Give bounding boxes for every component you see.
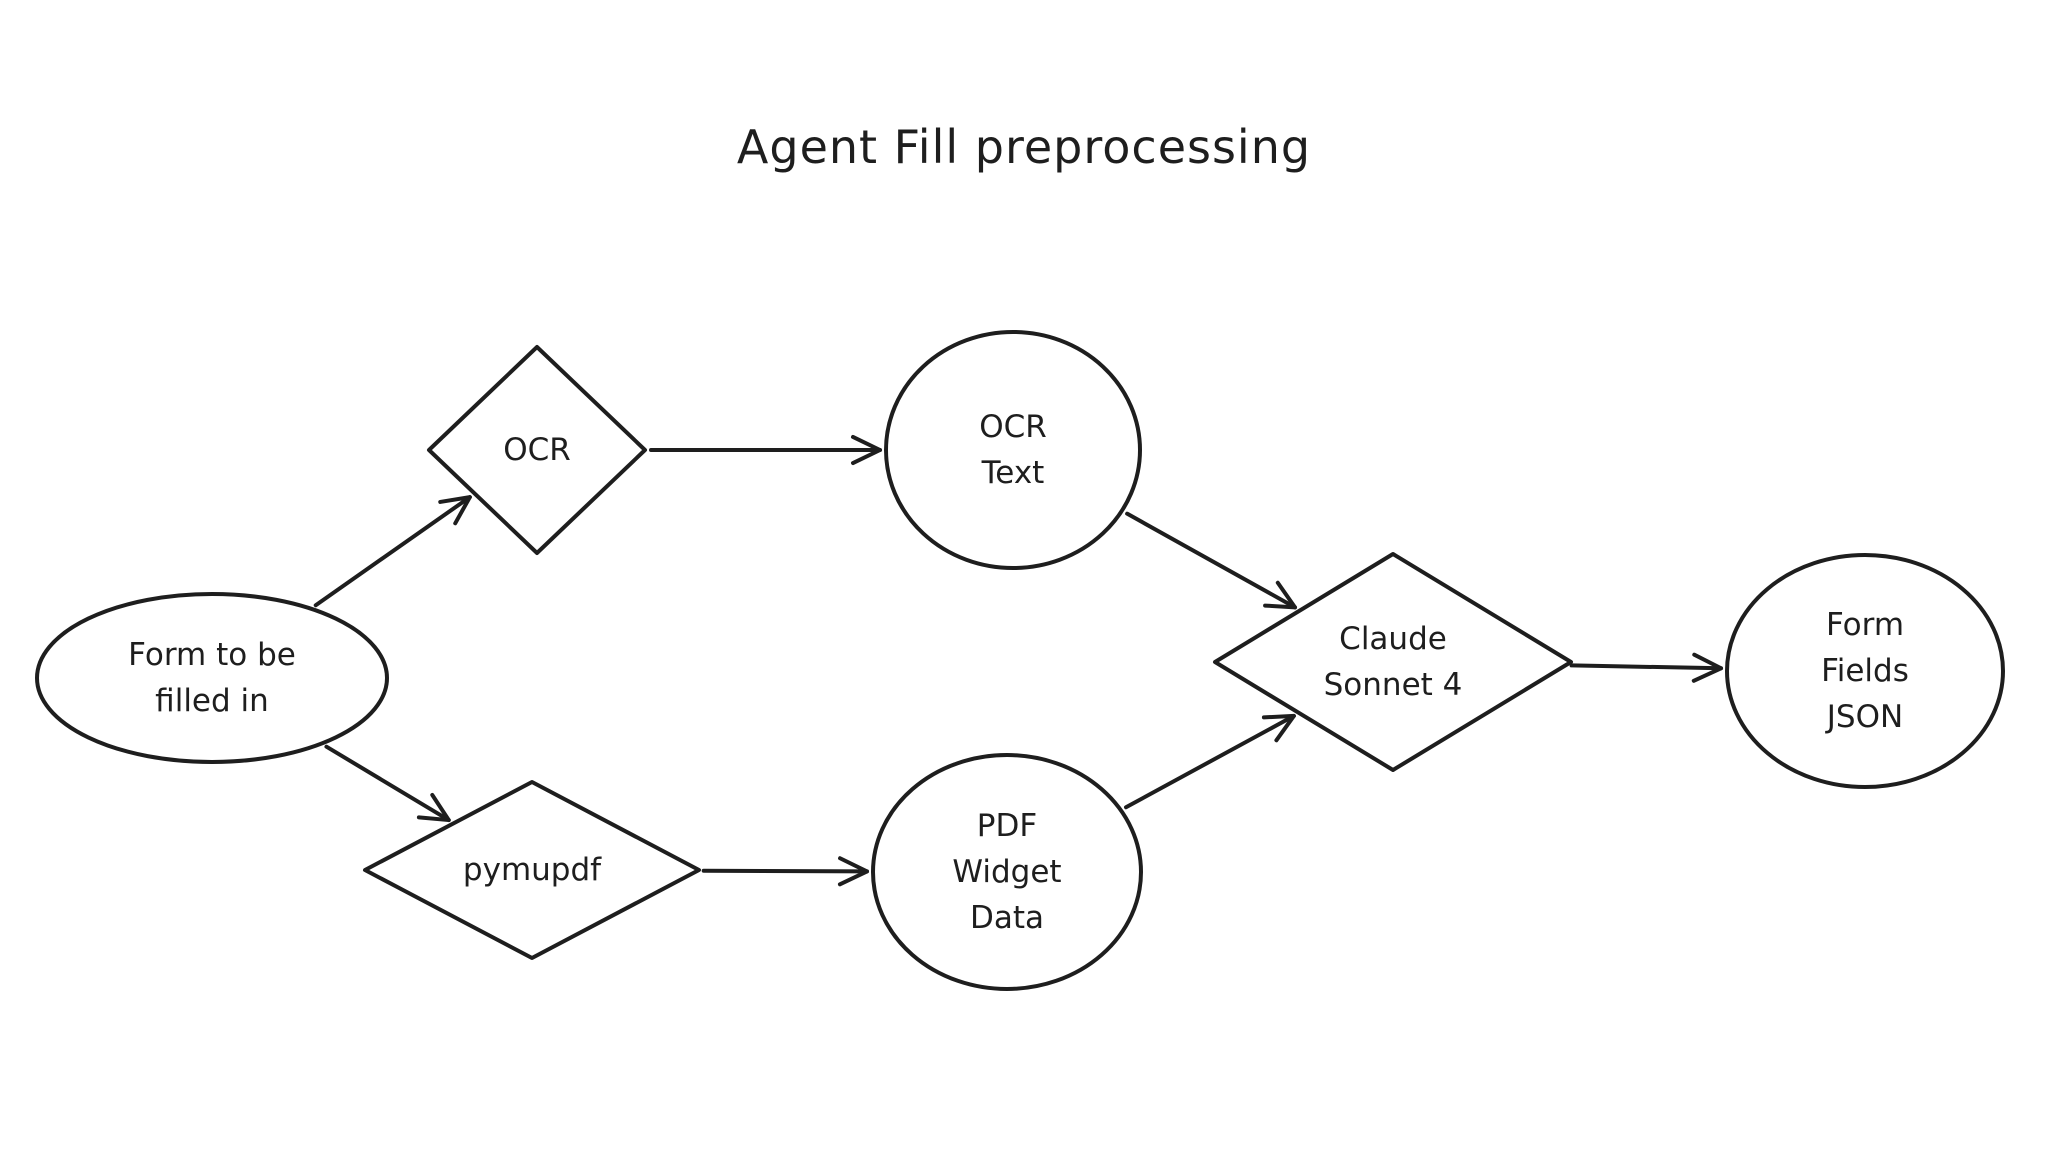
arrowhead-icon <box>837 856 870 887</box>
node-form-shape <box>35 592 389 764</box>
label-line: Form <box>1825 607 1905 643</box>
node-ocr-text-shape <box>884 330 1142 570</box>
arrowhead-icon <box>438 495 472 526</box>
node-pymupdf-shape <box>363 780 701 960</box>
arrow-pymupdf-to-pdf_widget <box>701 856 870 887</box>
node-ocr-label: OCR <box>503 427 571 473</box>
arrowhead-icon <box>1263 580 1298 610</box>
arrow-claude-to-form_fields <box>1569 652 1724 683</box>
node-pdf-widget-shape <box>871 753 1143 991</box>
label-line: Sonnet 4 <box>1323 667 1463 703</box>
label-line: Text <box>981 455 1045 491</box>
node-ocr-text-label: OCR Text <box>979 404 1047 496</box>
arrow-form-to-pymupdf <box>324 744 451 823</box>
arrow-ocr_text-to-claude <box>1125 511 1298 610</box>
node-pymupdf-label: pymupdf <box>463 847 601 893</box>
label-line: Form to be <box>128 637 296 673</box>
label-line: filled in <box>155 683 269 719</box>
node-claude-shape <box>1213 552 1573 772</box>
label-line: JSON <box>1826 699 1904 735</box>
label-line: Fields <box>1821 653 1909 689</box>
label-line: pymupdf <box>462 852 602 888</box>
label-line: OCR <box>979 409 1047 445</box>
node-ocr-shape <box>427 345 647 555</box>
arrow-form-to-ocr <box>313 495 472 608</box>
arrow-ocr-to-ocr_text <box>649 434 882 466</box>
arrowhead-icon <box>1691 652 1724 683</box>
label-line: OCR <box>503 432 571 468</box>
arrowhead-icon <box>1261 713 1296 743</box>
node-form-label: Form to be filled in <box>128 632 296 724</box>
diagram-title: Agent Fill preprocessing <box>736 120 1312 174</box>
label-line: Data <box>969 900 1045 936</box>
label-line: PDF <box>976 808 1038 844</box>
node-form-fields-shape <box>1725 553 2005 789</box>
arrow-pdf_widget-to-claude <box>1123 713 1296 810</box>
arrowhead-icon <box>850 434 882 466</box>
arrowhead-icon <box>416 792 451 823</box>
label-line: Widget <box>952 854 1062 890</box>
label-line: Claude <box>1339 621 1447 657</box>
